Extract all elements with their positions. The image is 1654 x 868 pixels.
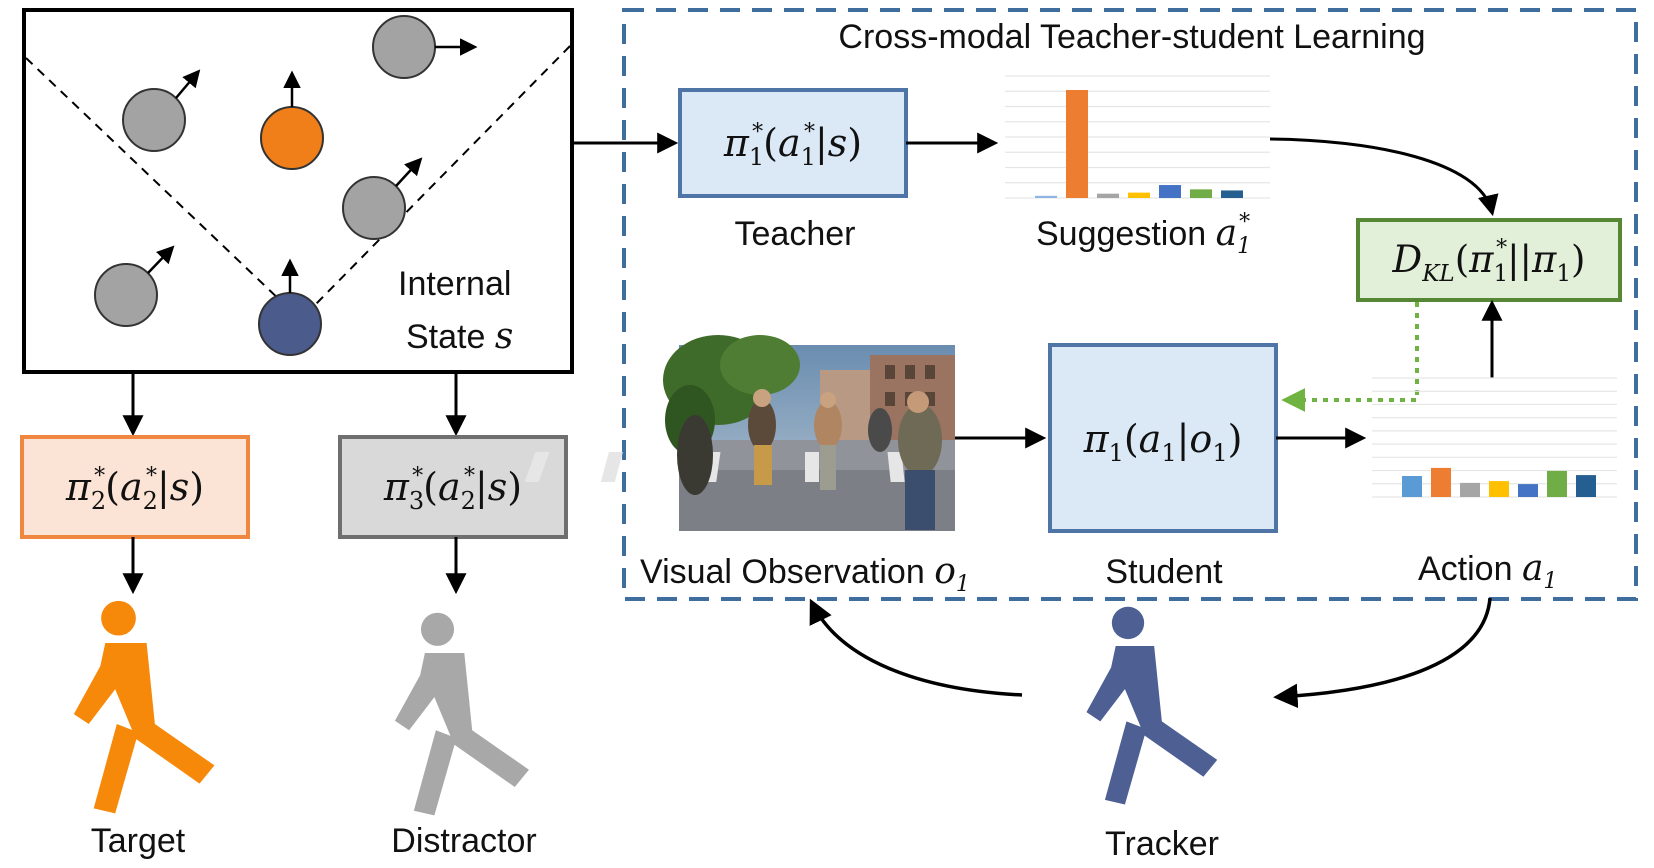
- target-label: Target: [91, 822, 186, 860]
- chart-bar: [1402, 476, 1422, 497]
- agent-gray-2: [122, 69, 201, 152]
- kl-divergence-box: DKL(π1*||π1): [1356, 218, 1622, 302]
- svg-text:π1*(a1*|s): π1*(a1*|s): [723, 120, 862, 171]
- teacher-policy-box: π1*(a1*|s): [678, 88, 908, 198]
- distractor-label: Distractor: [391, 822, 536, 860]
- chart-bar: [1190, 189, 1212, 198]
- student-policy-box: π1(a1|o1): [1048, 343, 1278, 533]
- cross-modal-title: Cross-modal Teacher-student Learning: [838, 18, 1425, 56]
- target-policy-box: π2*(a2*|s): [20, 435, 250, 539]
- chart-bar: [1128, 192, 1150, 198]
- svg-text:π3*(a2*|s): π3*(a2*|s): [383, 464, 522, 515]
- agent-gray-1: [372, 15, 478, 79]
- chart-bar: [1460, 482, 1480, 497]
- chart-bar: [1576, 475, 1596, 497]
- kl-feedback-dotted-arrow: [1281, 302, 1419, 412]
- visual-observation-image: [524, 335, 955, 531]
- suggestion-chart: [1005, 75, 1270, 199]
- svg-text:π1(a1|o1): π1(a1|o1): [1083, 417, 1243, 467]
- svg-text:π2*(a2*|s): π2*(a2*|s): [65, 464, 204, 515]
- chart-bar: [1547, 470, 1567, 497]
- chart-bar: [1489, 481, 1509, 497]
- agent-tracker-navy: [258, 258, 322, 356]
- visual-observation-label: Visual Observation o1: [640, 551, 970, 597]
- view-cone-left: [25, 57, 284, 304]
- view-cone-right: [313, 45, 571, 307]
- teacher-label: Teacher: [735, 215, 856, 253]
- student-label: Student: [1105, 553, 1223, 591]
- distractor-policy-box: π3*(a2*|s): [338, 435, 568, 539]
- internal-state-panel: Internal State s: [22, 8, 574, 374]
- chart-bar: [1035, 195, 1057, 198]
- agent-gray-4: [94, 245, 175, 327]
- chart-bar: [1431, 467, 1451, 497]
- agent-gray-3: [342, 157, 423, 240]
- suggestion-label: Suggestion a1*: [1036, 210, 1251, 259]
- internal-state-label-line1: Internal: [398, 265, 511, 303]
- distractor-walker-icon: [394, 612, 529, 816]
- chart-bar: [1066, 90, 1088, 198]
- action-chart: [1372, 377, 1617, 498]
- agent-target-orange: [260, 70, 324, 170]
- arrow-suggestion-to-kl: [1269, 137, 1499, 217]
- chart-bar: [1221, 190, 1243, 198]
- arrow-action-to-tracker: [1273, 597, 1492, 709]
- tracker-label: Tracker: [1105, 825, 1219, 863]
- svg-text:DKL(π1*||π1): DKL(π1*||π1): [1392, 236, 1586, 287]
- action-label: Action a1: [1418, 548, 1557, 594]
- arrow-tracker-to-observation: [809, 598, 1023, 697]
- tracker-walker-icon: [1086, 606, 1218, 805]
- chart-bar: [1159, 185, 1181, 198]
- internal-state-label-line2: State s: [406, 316, 513, 357]
- chart-bar: [1097, 193, 1119, 198]
- chart-bar: [1518, 484, 1538, 497]
- target-walker-icon: [73, 600, 215, 814]
